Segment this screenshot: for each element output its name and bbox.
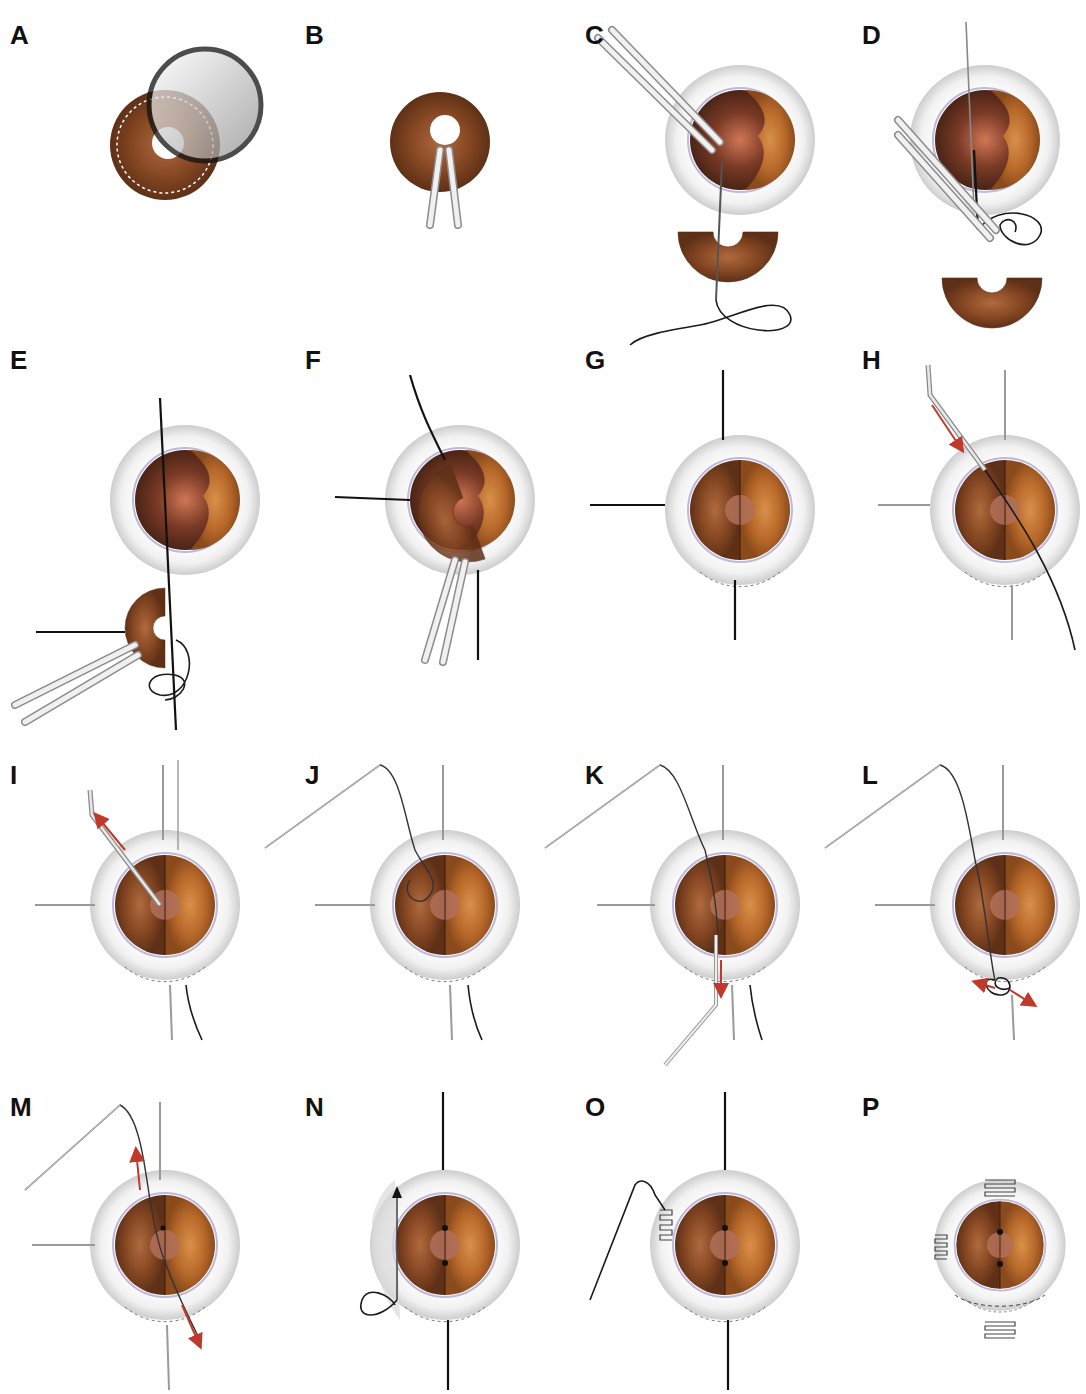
- panel-letter: K: [585, 762, 604, 788]
- panel-letter: O: [585, 1094, 605, 1120]
- panel-j-thread-loop: [265, 765, 520, 1040]
- panel-b-donor-iris: [390, 92, 490, 225]
- panel-letter: D: [862, 22, 881, 48]
- panel-letter: J: [305, 762, 319, 788]
- panel-letter: F: [305, 347, 321, 373]
- panel-letter: M: [10, 1094, 32, 1120]
- panel-letter: E: [10, 347, 27, 373]
- panel-l-knot: [825, 765, 1080, 1040]
- panel-e-graft-suture: [15, 398, 260, 730]
- panel-letter: H: [862, 347, 881, 373]
- panel-g-graft-in-place: [590, 370, 815, 640]
- panel-p-completed-repair: [934, 1179, 1065, 1338]
- panel-o-scleral-suture: [590, 1092, 800, 1390]
- panel-letter: G: [585, 347, 605, 373]
- panel-n-scleral-suture: [361, 1092, 520, 1390]
- panel-letter: A: [10, 22, 29, 48]
- panel-c-graft-suture: [598, 30, 815, 345]
- panel-i-needle-pass: [35, 760, 240, 1040]
- panel-d-graft-suture: [898, 22, 1060, 328]
- panel-f-graft-placement: [335, 375, 535, 662]
- panel-letter: N: [305, 1094, 324, 1120]
- panel-k-hook-retrieval: [545, 765, 800, 1065]
- panel-letter: C: [585, 22, 604, 48]
- panel-letter: P: [862, 1094, 879, 1120]
- panel-letter: L: [862, 762, 878, 788]
- panel-letter: I: [10, 762, 17, 788]
- panel-m-knot-tighten: [25, 1102, 240, 1390]
- panel-letter: B: [305, 22, 324, 48]
- panel-h-needle-pass: [878, 365, 1080, 650]
- panel-a-trephination: [110, 49, 261, 200]
